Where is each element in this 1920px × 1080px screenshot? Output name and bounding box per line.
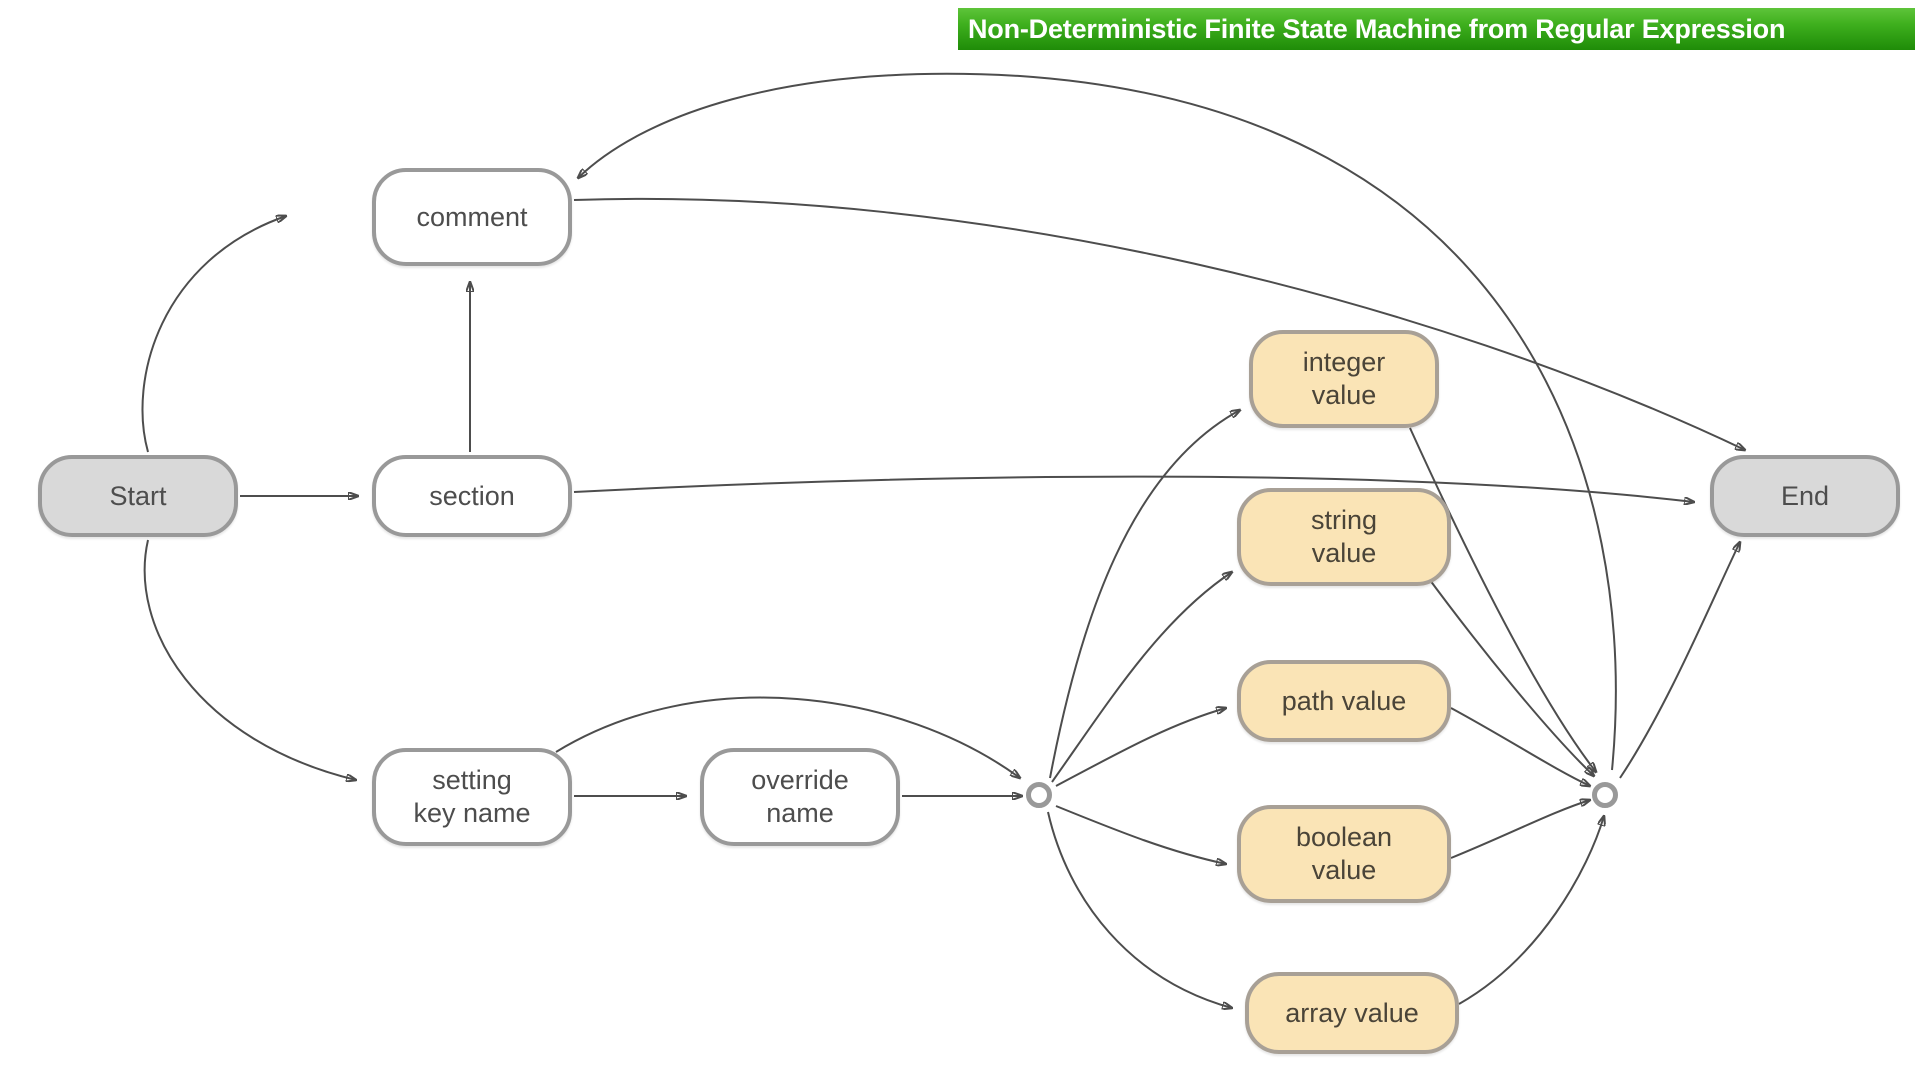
node-label-start: Start: [109, 480, 167, 511]
edge-boolean-fanin: [1450, 800, 1590, 859]
edge-section-end: [573, 475, 1694, 502]
node-string[interactable]: string value: [1237, 488, 1451, 586]
edge-comment-end: [573, 197, 1745, 450]
edge-fanin-end: [1619, 542, 1740, 779]
node-array[interactable]: array value: [1245, 972, 1459, 1054]
node-path[interactable]: path value: [1237, 660, 1451, 742]
junction-fan-in[interactable]: [1592, 782, 1618, 808]
node-section[interactable]: section: [372, 455, 572, 537]
edge-comment-loop-back: [578, 72, 1617, 771]
node-label-comment: comment: [416, 201, 528, 232]
edge-fanout-array: [1047, 811, 1232, 1008]
node-label-section: section: [429, 480, 515, 511]
node-label-string: string value: [1310, 505, 1378, 568]
edge-start-comment: [141, 216, 286, 453]
node-label-boolean: boolean value: [1295, 822, 1393, 885]
node-label-setting: setting key name: [413, 765, 531, 828]
edge-array-fanin: [1458, 816, 1604, 1005]
node-comment[interactable]: comment: [372, 168, 572, 266]
node-setting[interactable]: setting key name: [372, 748, 572, 846]
node-label-array: array value: [1285, 997, 1419, 1028]
node-label-integer: integer value: [1302, 347, 1386, 410]
edge-setting-fanout: [555, 696, 1020, 778]
edge-start-setting: [143, 539, 356, 780]
node-label-path: path value: [1281, 685, 1407, 716]
node-integer[interactable]: integer value: [1249, 330, 1439, 428]
junction-fan-out[interactable]: [1026, 782, 1052, 808]
node-label-override: override name: [751, 765, 849, 828]
page-title: Non-Deterministic Finite State Machine f…: [968, 13, 1786, 44]
edge-fanout-boolean: [1055, 805, 1226, 864]
node-boolean[interactable]: boolean value: [1237, 805, 1451, 903]
edge-path-fanin: [1450, 707, 1590, 786]
edge-string-fanin: [1423, 571, 1594, 776]
edge-fanout-integer: [1049, 410, 1240, 779]
page-title-banner: Non-Deterministic Finite State Machine f…: [958, 8, 1915, 50]
edge-fanout-path: [1055, 708, 1226, 787]
edge-fanout-string: [1051, 572, 1232, 783]
node-end[interactable]: End: [1710, 455, 1900, 537]
edge-integer-fanin: [1409, 427, 1596, 772]
node-start[interactable]: Start: [38, 455, 238, 537]
node-label-end: End: [1780, 480, 1830, 511]
node-override[interactable]: override name: [700, 748, 900, 846]
